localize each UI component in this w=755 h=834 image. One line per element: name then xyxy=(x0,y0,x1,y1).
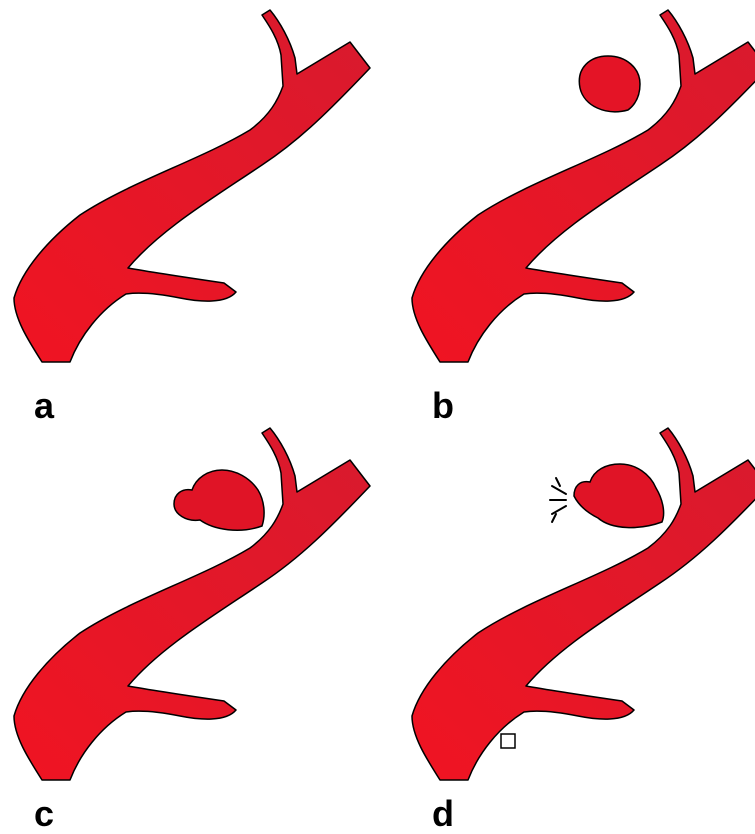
vessel-shape xyxy=(412,428,755,780)
lobulated-aneurysm-sac xyxy=(174,470,264,530)
vessel-shape xyxy=(412,10,755,362)
small-square-marker xyxy=(501,734,515,748)
vessel-shape xyxy=(14,428,370,780)
rupture-marks xyxy=(550,478,566,522)
panel-label-d: d xyxy=(432,796,454,832)
panel-d-ruptured-aneurysm xyxy=(412,428,755,780)
panel-label-b: b xyxy=(432,388,454,424)
ruptured-aneurysm-sac xyxy=(574,464,664,528)
panel-a-normal-vessel xyxy=(14,10,370,362)
vessel-shape xyxy=(14,10,370,362)
panel-c-lobulated-aneurysm xyxy=(14,428,370,780)
panel-label-c: c xyxy=(34,796,54,832)
panel-b-saccular-aneurysm xyxy=(412,10,755,362)
panel-label-a: a xyxy=(34,388,54,424)
aneurysm-sac xyxy=(579,56,640,112)
